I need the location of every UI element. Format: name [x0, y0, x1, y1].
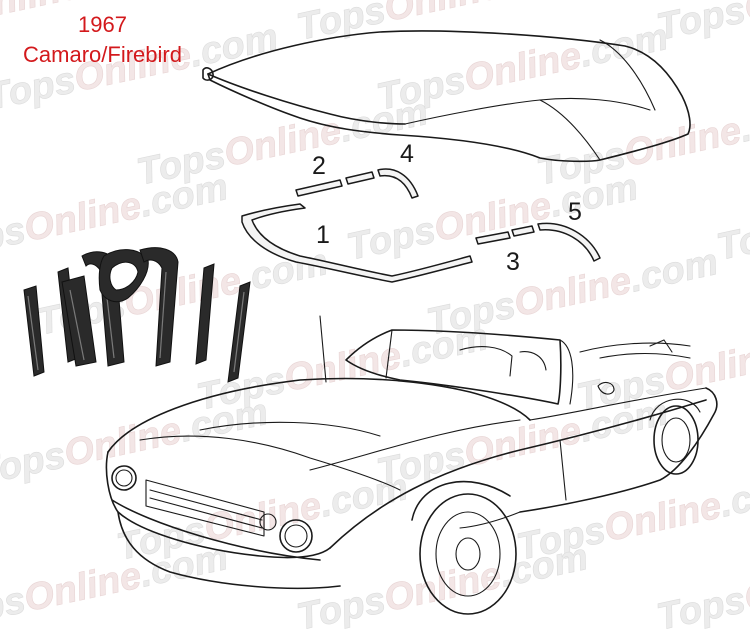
model-name: Camaro/Firebird: [23, 42, 182, 67]
trim-part-3: [475, 225, 535, 245]
rear-bow-frame: [241, 203, 473, 283]
watermark-text: TopsOnline.com: [293, 536, 592, 638]
trim-part-2: [295, 171, 375, 197]
car-illustration: [105, 315, 718, 615]
trim-part-4: [377, 168, 419, 199]
weatherstrip-kit: [23, 247, 251, 383]
callout-3: 3: [506, 248, 520, 276]
watermark-text: TopsOnline.com: [0, 536, 232, 638]
watermark-text: TopsOnline.com: [653, 536, 750, 638]
callout-2: 2: [312, 152, 326, 180]
watermark-text: TopsOnline.com: [533, 91, 750, 194]
callout-5: 5: [568, 198, 582, 226]
model-year: 1967: [78, 12, 127, 37]
callout-1: 1: [316, 221, 330, 249]
trim-part-5: [537, 222, 601, 262]
callout-4: 4: [400, 140, 414, 168]
watermark-text: TopsOnline.com: [373, 391, 672, 494]
convertible-top: [202, 30, 691, 163]
watermark-text: TopsOnline.com: [713, 166, 750, 269]
